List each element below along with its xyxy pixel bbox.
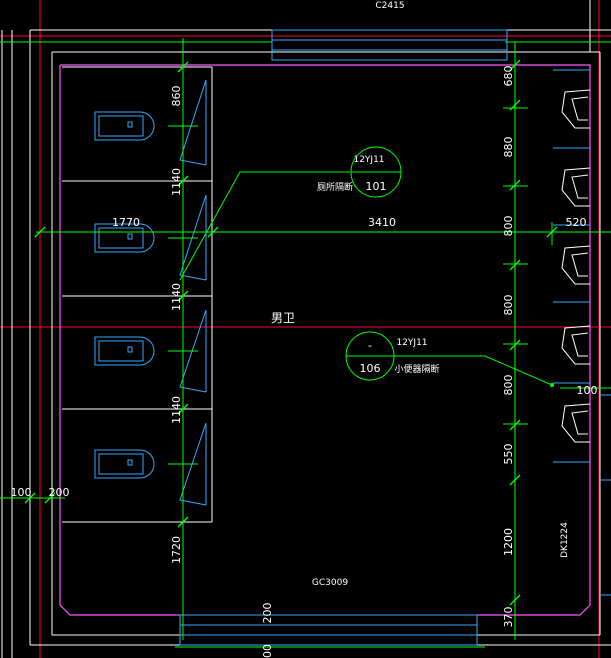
dim-bottom-left-a: 100 — [11, 486, 32, 499]
right-dim-4: 800 — [502, 295, 515, 316]
dim-bottom-b: 00 — [261, 644, 274, 658]
dim-bottom-a: 200 — [261, 603, 274, 624]
callout-top-ref: 12YJ11 — [353, 155, 384, 165]
right-edge-details — [600, 394, 611, 596]
dim-far-right: 100 — [577, 384, 598, 397]
callout-top-num: 101 — [366, 180, 387, 193]
side-label: DK1224 — [560, 522, 570, 558]
right-dim-8: 370 — [502, 607, 515, 628]
toilet-2 — [94, 223, 155, 253]
dimension-ticks — [24, 59, 558, 606]
dim-left-span: 1770 — [112, 216, 140, 229]
top-window — [271, 29, 508, 61]
right-dim-6: 550 — [502, 444, 515, 465]
room-name: 男卫 — [271, 311, 295, 325]
left-dim-2: 1140 — [170, 168, 183, 196]
urinal-3 — [553, 245, 591, 303]
callout-bottom: - 12YJ11 106 小便器隔断 — [345, 331, 440, 381]
room-border — [59, 64, 591, 616]
urinal-1 — [553, 69, 591, 149]
toilet-4 — [94, 449, 155, 479]
left-dim-4: 1140 — [170, 396, 183, 424]
bottom-window — [179, 614, 478, 646]
leader-lines — [179, 171, 553, 386]
stall-doors — [179, 79, 207, 506]
toilet-stalls — [62, 66, 213, 523]
dim-middle-span: 3410 — [368, 216, 396, 229]
callout-bottom-desc: 小便器隔断 — [394, 363, 439, 375]
callout-top-desc: 厕所隔断 — [317, 181, 353, 193]
toilet-fixtures — [94, 111, 155, 479]
dimension-lines — [0, 38, 611, 648]
toilet-3 — [94, 336, 155, 366]
dim-right-span: 520 — [566, 216, 587, 229]
leader-dot — [550, 383, 554, 387]
callout-bottom-ref: 12YJ11 — [396, 338, 427, 348]
callout-bottom-num: 106 — [360, 362, 381, 375]
door-label: GC3009 — [312, 578, 348, 588]
toilet-1 — [94, 111, 155, 141]
right-dim-7: 1200 — [502, 528, 515, 556]
dim-bottom-left-b: 200 — [49, 486, 70, 499]
right-dim-5: 800 — [502, 375, 515, 396]
callout-bottom-dash: - — [368, 339, 372, 352]
urinal-4 — [553, 325, 591, 384]
urinal-5 — [553, 403, 591, 463]
window-label: C2415 — [375, 1, 404, 11]
right-dim-1: 680 — [502, 66, 515, 87]
right-dim-2: 880 — [502, 137, 515, 158]
urinal-fixtures — [553, 69, 591, 463]
left-dim-3: 1140 — [170, 283, 183, 311]
urinal-2 — [553, 167, 591, 226]
left-dim-5: 1720 — [170, 536, 183, 564]
stall-center-marks — [168, 107, 528, 465]
callout-top: 12YJ11 101 厕所隔断 — [317, 146, 402, 198]
right-dim-3: 800 — [502, 216, 515, 237]
left-dim-1: 860 — [170, 86, 183, 107]
